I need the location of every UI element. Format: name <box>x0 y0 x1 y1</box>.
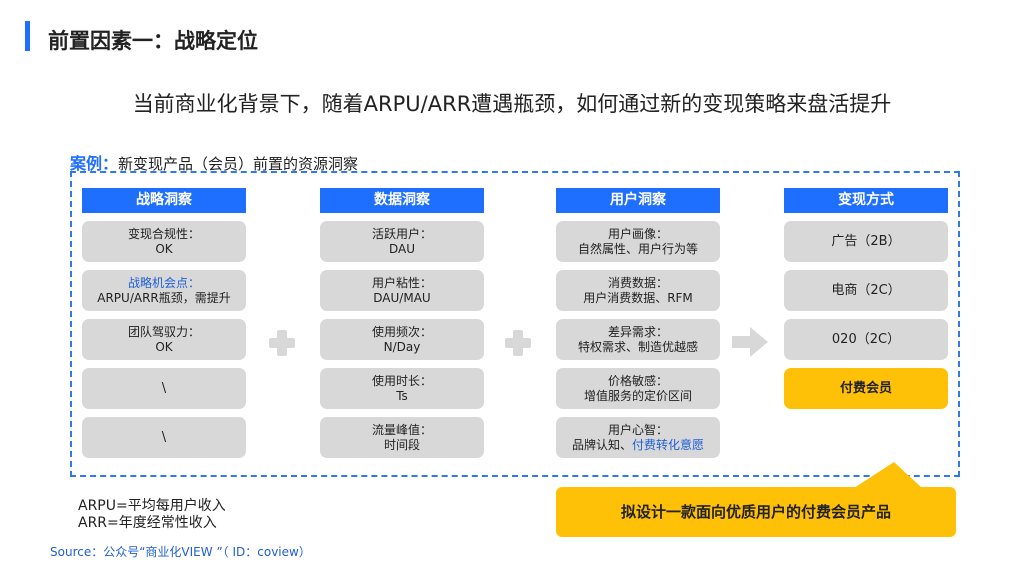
column-header: 用户洞察 <box>556 188 720 213</box>
card-label: 020（2C） <box>831 332 901 347</box>
column-monetization: 变现方式 广告（2B） 电商（2C） 020（2C） 付费会员 <box>784 188 948 409</box>
insight-card: \ <box>82 368 246 409</box>
card-label: 流量峰值： <box>371 422 432 437</box>
card-label: \ <box>161 430 167 445</box>
case-frame <box>70 171 960 477</box>
card-label: 电商（2C） <box>831 283 901 298</box>
card-label: 团队驾驭力： <box>127 324 200 339</box>
note-arr: ARR=年度经常性收入 <box>78 515 217 531</box>
card-label: 消费数据： <box>607 275 668 290</box>
column-header: 战略洞察 <box>82 188 246 213</box>
monetization-card: 电商（2C） <box>784 270 948 311</box>
card-label: 使用频次： <box>371 324 432 339</box>
card-value: 增值服务的定价区间 <box>583 388 692 403</box>
insight-card: 用户画像： 自然属性、用户行为等 <box>556 221 720 262</box>
card-label: 差异需求： <box>607 324 668 339</box>
card-value: DAU <box>388 241 416 256</box>
insight-card: 变现合规性： OK <box>82 221 246 262</box>
card-value: 品牌认知、付费转化意愿 <box>556 438 720 453</box>
monetization-card: 广告（2B） <box>784 221 948 262</box>
conclusion-callout: 拟设计一款面向优质用户的付费会员产品 <box>556 487 956 537</box>
card-label: 活跃用户： <box>371 226 432 241</box>
case-text: 新变现产品（会员）前置的资源洞察 <box>118 155 359 173</box>
column-strategy: 战略洞察 变现合规性： OK 战略机会点： ARPU/ARR瓶颈，需提升 团队驾… <box>82 188 246 458</box>
slide-title: 前置因素一：战略定位 <box>48 29 258 53</box>
card-value: 用户消费数据、RFM <box>583 290 693 305</box>
insight-card: 用户心智： 品牌认知、付费转化意愿 <box>556 417 720 458</box>
card-value-highlight: 付费转化意愿 <box>632 437 705 452</box>
column-header: 变现方式 <box>784 188 948 213</box>
card-value: 特权需求、制造优越感 <box>577 339 698 354</box>
card-value: 自然属性、用户行为等 <box>577 241 698 256</box>
column-header: 数据洞察 <box>320 188 484 213</box>
insight-card: 差异需求： 特权需求、制造优越感 <box>556 319 720 360</box>
card-label: \ <box>161 381 167 396</box>
card-value: OK <box>155 339 173 354</box>
monetization-card-highlight: 付费会员 <box>784 368 948 409</box>
card-value: OK <box>155 241 173 256</box>
card-label: 价格敏感： <box>607 373 668 388</box>
case-key: 案例： <box>70 154 119 173</box>
card-value-part: 品牌认知、 <box>571 437 632 452</box>
monetization-card: 020（2C） <box>784 319 948 360</box>
insight-card: 使用时长： Ts <box>320 368 484 409</box>
card-label: 广告（2B） <box>831 234 901 249</box>
column-data: 数据洞察 活跃用户： DAU 用户粘性： DAU/MAU 使用频次： N/Day… <box>320 188 484 458</box>
card-label: 付费会员 <box>839 381 892 396</box>
card-label: 用户心智： <box>607 422 668 437</box>
card-label: 用户粘性： <box>371 275 432 290</box>
card-value: DAU/MAU <box>373 290 431 305</box>
case-label: 案例：新变现产品（会员）前置的资源洞察 <box>70 150 358 174</box>
callout-pointer <box>854 462 922 488</box>
card-label: 变现合规性： <box>127 226 200 241</box>
card-value: Ts <box>396 388 408 403</box>
card-label: 用户画像： <box>607 226 668 241</box>
plus-icon <box>505 330 531 356</box>
insight-card: 价格敏感： 增值服务的定价区间 <box>556 368 720 409</box>
card-label: 使用时长： <box>371 373 432 388</box>
plus-icon <box>269 330 295 356</box>
title-accent-bar <box>25 21 30 51</box>
slide-subtitle: 当前商业化背景下，随着ARPU/ARR遭遇瓶颈，如何通过新的变现策略来盘活提升 <box>132 92 892 116</box>
insight-card: 团队驾驭力： OK <box>82 319 246 360</box>
insight-card: 流量峰值： 时间段 <box>320 417 484 458</box>
column-user: 用户洞察 用户画像： 自然属性、用户行为等 消费数据： 用户消费数据、RFM 差… <box>556 188 720 458</box>
note-arpu: ARPU=平均每用户收入 <box>78 498 226 514</box>
card-value: N/Day <box>383 339 421 354</box>
insight-card: 消费数据： 用户消费数据、RFM <box>556 270 720 311</box>
card-value: ARPU/ARR瓶颈，需提升 <box>97 290 231 305</box>
source-credit: Source：公众号“商业化VIEW ”（ ID：coview） <box>50 545 311 559</box>
insight-card: \ <box>82 417 246 458</box>
insight-card: 用户粘性： DAU/MAU <box>320 270 484 311</box>
arrow-right-icon <box>732 327 768 357</box>
card-value: 时间段 <box>383 437 420 452</box>
insight-card: 活跃用户： DAU <box>320 221 484 262</box>
insight-card: 使用频次： N/Day <box>320 319 484 360</box>
insight-card: 战略机会点： ARPU/ARR瓶颈，需提升 <box>82 270 246 311</box>
card-label: 战略机会点： <box>127 275 200 290</box>
